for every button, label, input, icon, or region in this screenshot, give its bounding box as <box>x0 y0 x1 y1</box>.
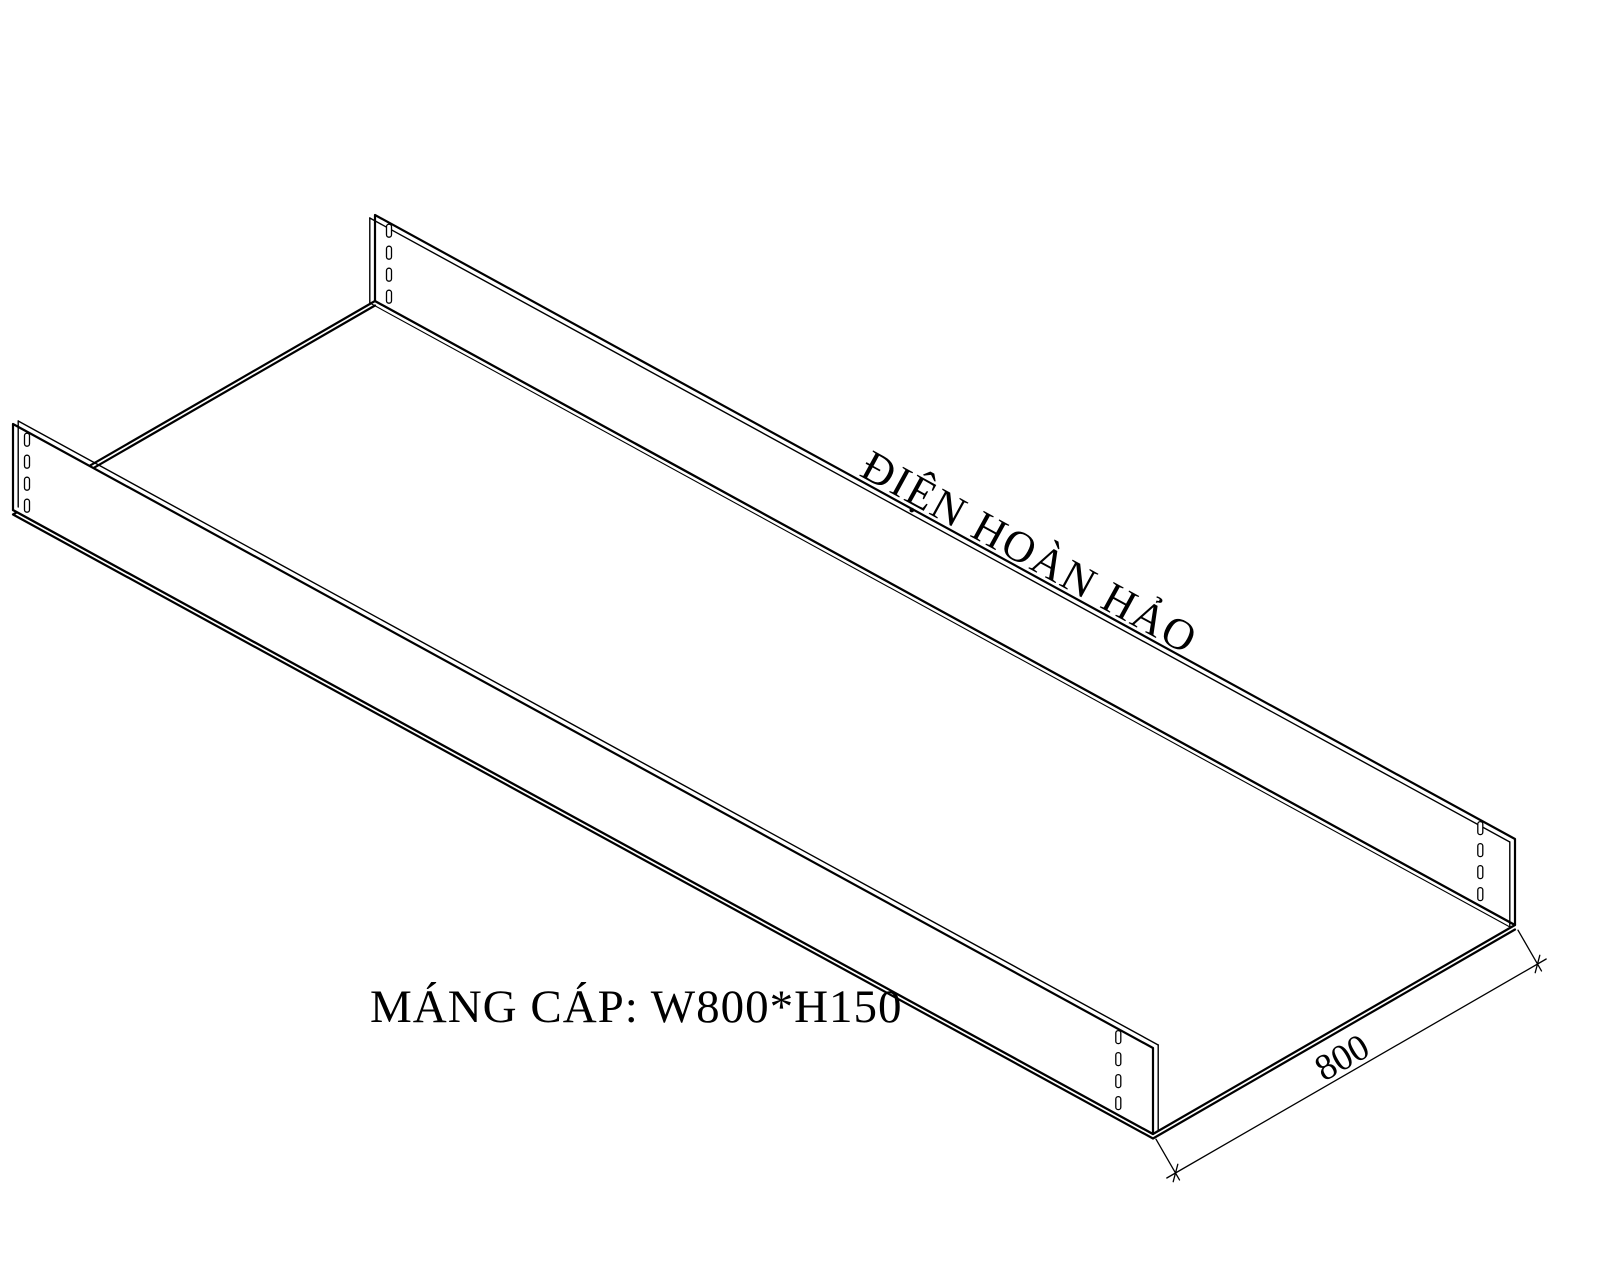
dimension-tick-right <box>1534 954 1541 974</box>
drawing-title: MÁNG CÁP: W800*H150 <box>370 981 903 1033</box>
dimension-extension-line-near <box>1155 1138 1181 1181</box>
near-wall-right-slots <box>1115 1029 1122 1111</box>
far-wall-left-slots <box>385 223 393 304</box>
far-wall-top-edge <box>369 217 1511 843</box>
near-wall <box>11 420 1159 1136</box>
far-wall-bend-line <box>370 303 1512 928</box>
dimension-line <box>1166 958 1547 1179</box>
near-wall-left-slots <box>23 432 31 513</box>
dimension-tick-left <box>1172 1163 1179 1183</box>
far-wall-right-slots <box>1477 820 1484 902</box>
near-wall-top-edge <box>17 420 1159 1046</box>
floor-thickness-edge <box>11 304 1517 1140</box>
far-wall <box>369 213 1517 929</box>
dimension-extension-line-far <box>1517 929 1543 972</box>
